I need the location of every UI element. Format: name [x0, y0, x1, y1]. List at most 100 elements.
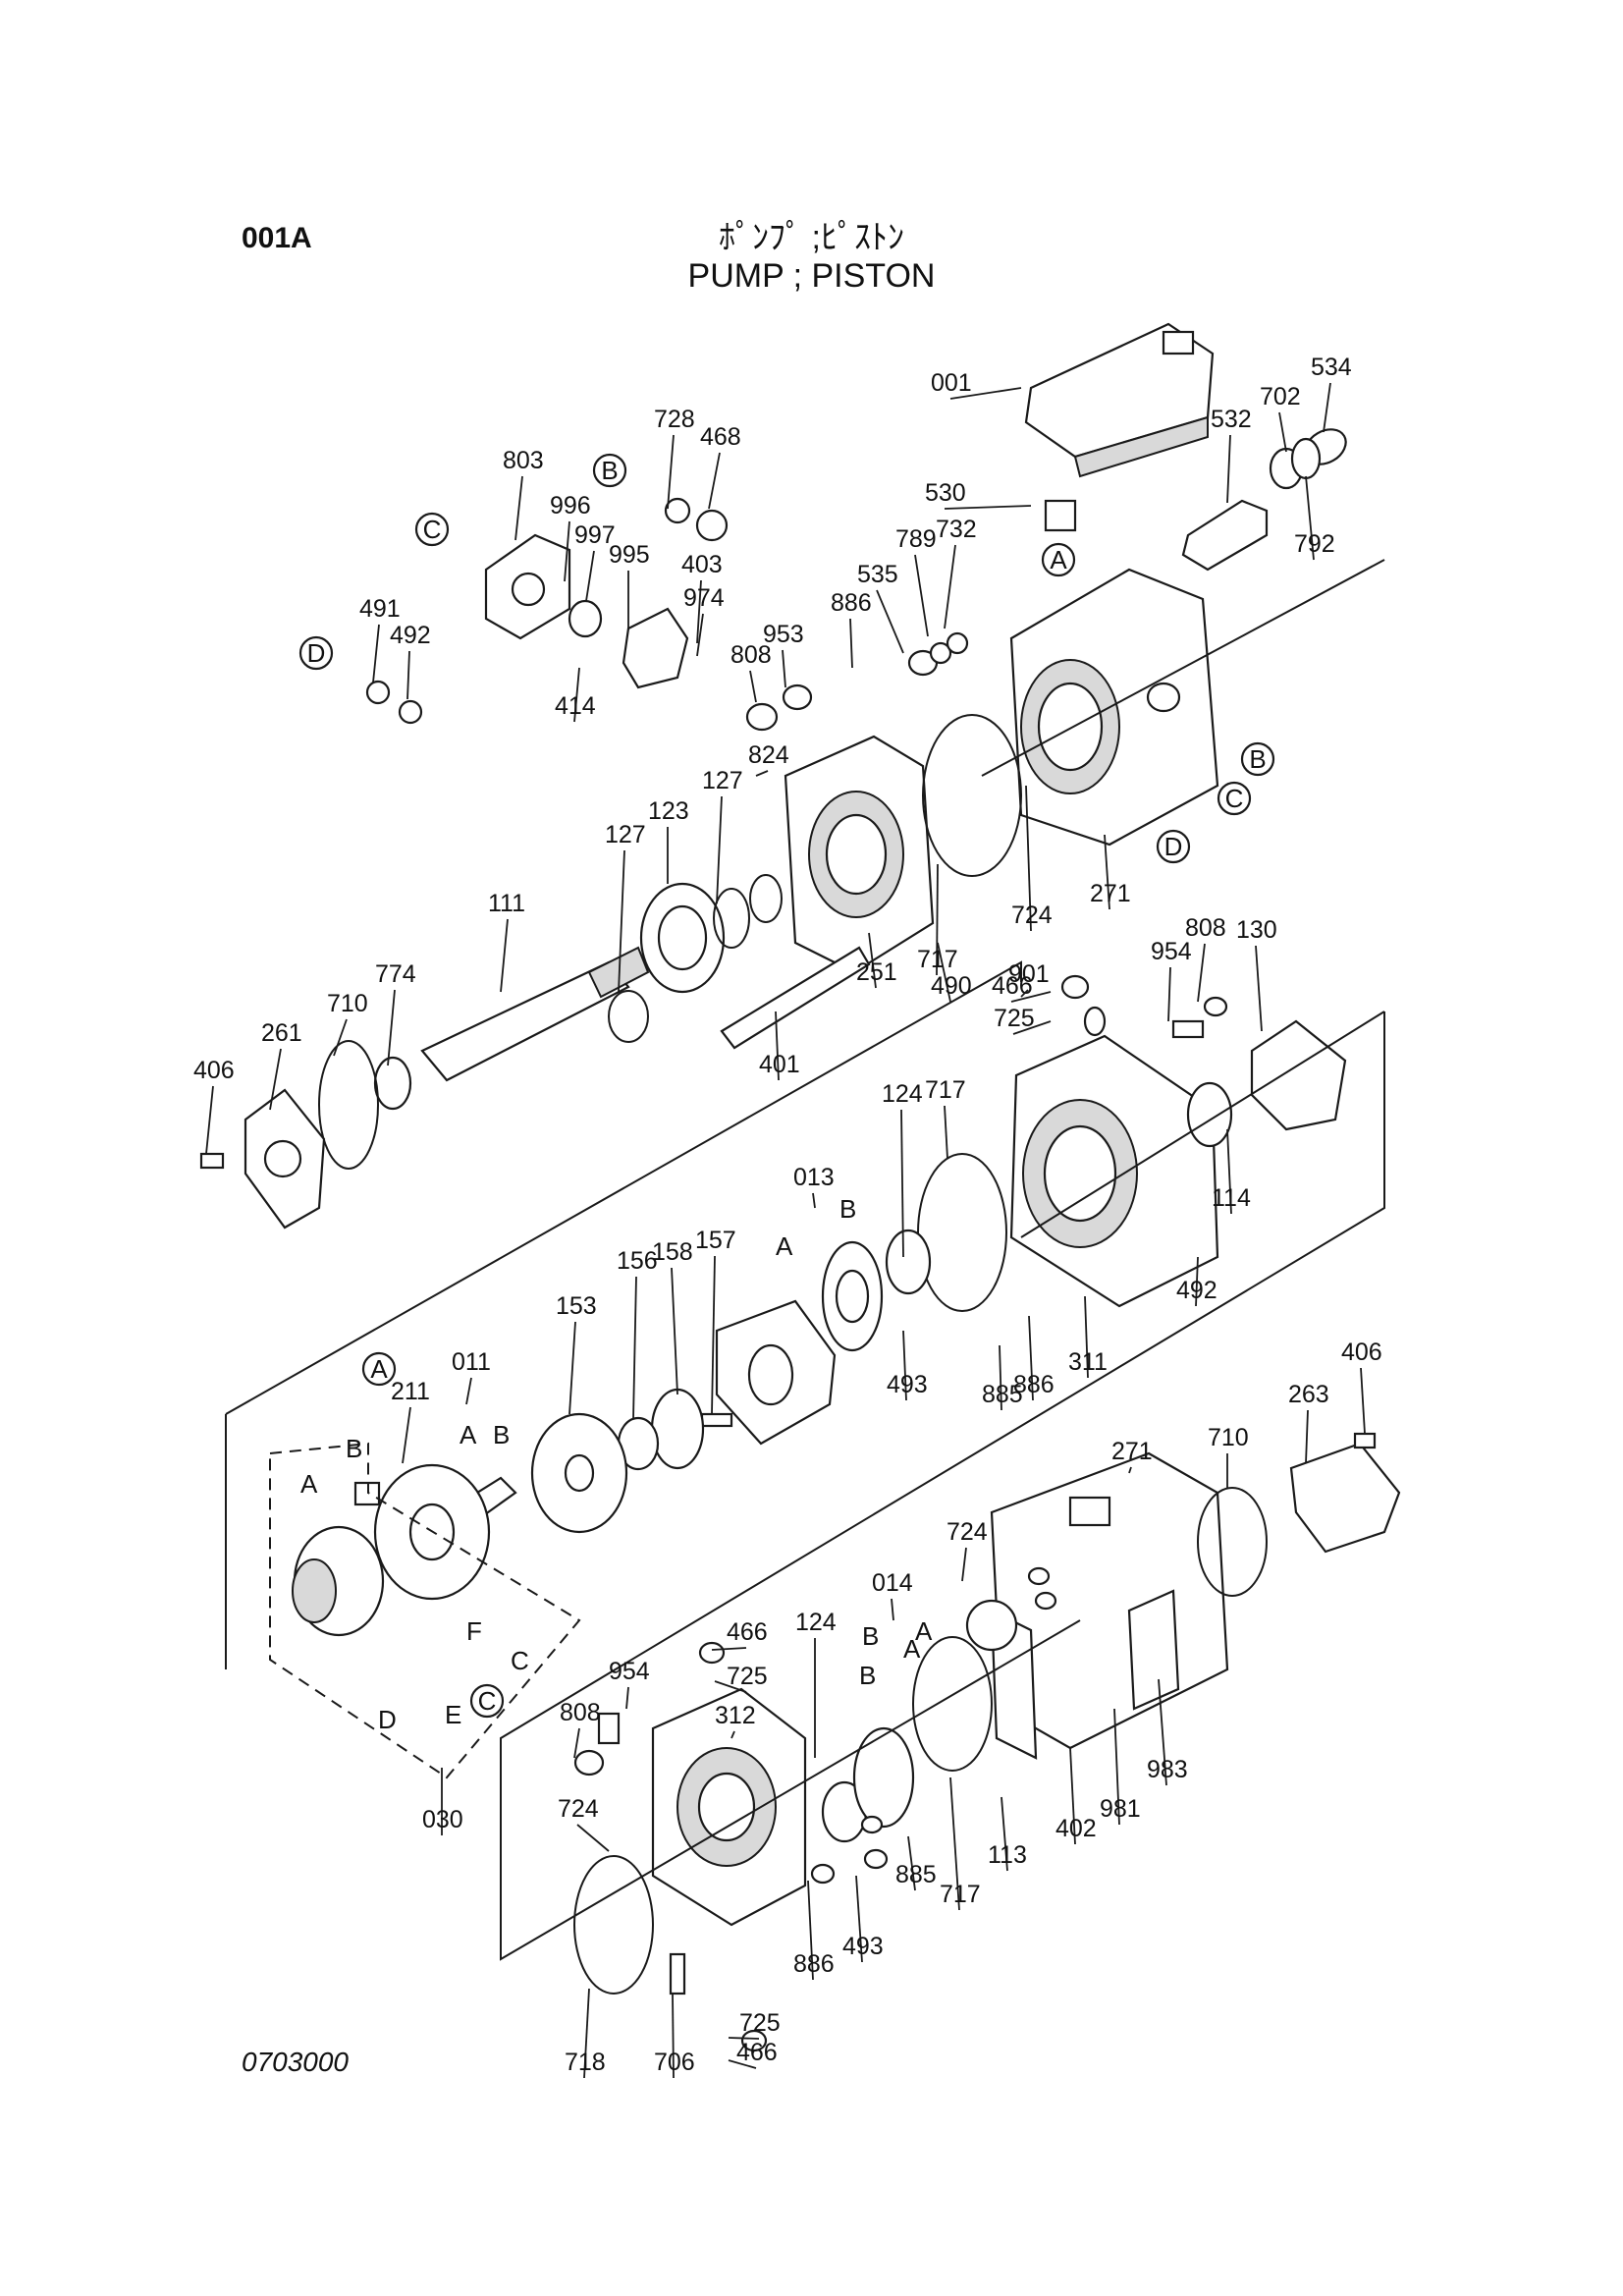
ref-circle — [1240, 741, 1275, 777]
leader-line — [500, 918, 509, 993]
part-number: 724 — [558, 1795, 599, 1823]
ref-circle — [298, 635, 334, 671]
leader-line — [949, 387, 1022, 400]
part-number: 261 — [261, 1019, 302, 1047]
leader-line — [672, 1993, 675, 2079]
callout-491: 491 — [359, 595, 401, 683]
part-number: 954 — [609, 1658, 650, 1685]
callout-157: 157 — [695, 1227, 736, 1415]
callout-251: 251 — [856, 932, 897, 989]
part-number: 901 — [1008, 960, 1050, 988]
callout-718: 718 — [565, 1988, 606, 2079]
part-number: 403 — [681, 551, 723, 578]
part-number: 312 — [715, 1702, 756, 1729]
part-number: 710 — [1208, 1424, 1249, 1451]
diagram-code: 001A — [242, 222, 312, 254]
part-number: 997 — [574, 521, 616, 549]
leader-line — [1167, 966, 1171, 1022]
callout-885: 885 — [895, 1835, 937, 1891]
letter-A: A — [776, 1231, 793, 1261]
callout-996: 996 — [550, 492, 591, 582]
part-number: 995 — [609, 541, 650, 569]
leader-line — [269, 1048, 282, 1111]
part-number: 808 — [730, 641, 772, 669]
leader-line — [1028, 1315, 1034, 1401]
leader-line — [999, 1344, 1002, 1411]
leader-line — [716, 795, 723, 904]
callout-974: 974 — [683, 584, 725, 657]
part-number: 123 — [648, 797, 689, 825]
leader-line — [625, 1686, 629, 1710]
part-number: 996 — [550, 492, 591, 519]
ref-circle — [414, 512, 450, 547]
leader-line — [876, 589, 904, 654]
leader-line — [868, 932, 877, 989]
part-number: 153 — [556, 1292, 597, 1320]
callout-981: 981 — [1100, 1708, 1141, 1826]
callout-774: 774 — [375, 960, 416, 1066]
part-number: 886 — [831, 589, 872, 617]
leader-line — [775, 1011, 780, 1081]
circled-ref-A: A — [1041, 542, 1076, 577]
ref-circle — [592, 453, 627, 488]
leader-line — [576, 1824, 610, 1852]
callout-123: 123 — [648, 797, 689, 884]
leader-line — [583, 1988, 590, 2079]
callout-725: 725 — [714, 1663, 768, 1693]
part-number: 114 — [1212, 1184, 1251, 1212]
leader-line — [618, 849, 625, 993]
part-number: 158 — [652, 1238, 693, 1266]
part-number: 732 — [936, 516, 977, 543]
callout-725: 725 — [728, 2009, 781, 2040]
leader-line — [936, 863, 939, 976]
callout-532: 532 — [1211, 406, 1252, 504]
part-number: 808 — [560, 1699, 601, 1726]
part-illustrations — [199, 322, 1401, 2052]
leader-line — [1195, 1256, 1199, 1307]
letter-C: C — [511, 1646, 529, 1675]
callout-468: 468 — [700, 423, 741, 510]
part-number: 983 — [1147, 1756, 1188, 1783]
leader-line — [1255, 945, 1263, 1032]
circled-ref-C: C — [414, 512, 450, 547]
part-number: 717 — [925, 1076, 966, 1104]
part-number: 468 — [700, 423, 741, 451]
callout-901: 901 — [1008, 960, 1050, 998]
title-english: PUMP ; PISTON — [687, 257, 936, 295]
part-number: 717 — [917, 946, 958, 973]
callout-808: 808 — [1185, 914, 1226, 1003]
callout-011: 011 — [452, 1348, 491, 1405]
part-number: 532 — [1211, 406, 1252, 433]
letter-B: B — [862, 1621, 879, 1651]
part-number: 534 — [1311, 354, 1352, 381]
part-number: 493 — [842, 1933, 884, 1960]
callout-530: 530 — [925, 479, 1032, 510]
leader-line — [406, 650, 410, 700]
part-number: 981 — [1100, 1795, 1141, 1823]
leader-line — [1305, 475, 1315, 561]
leader-line — [1323, 382, 1331, 433]
part-number: 728 — [654, 406, 695, 433]
leader-line — [1104, 834, 1110, 910]
callout-724: 724 — [558, 1795, 610, 1852]
part-number: 725 — [739, 2009, 781, 2037]
leader-line — [944, 544, 956, 629]
letter-A: A — [915, 1616, 933, 1646]
leader-line — [465, 1377, 472, 1405]
part-number: 535 — [857, 561, 898, 588]
part-number: 725 — [994, 1005, 1035, 1032]
part-number: 406 — [1341, 1339, 1382, 1366]
part-number: 263 — [1288, 1381, 1329, 1408]
leader-line — [372, 624, 380, 683]
letter-A: A — [300, 1469, 318, 1499]
leader-line — [696, 613, 704, 657]
callout-261: 261 — [261, 1019, 302, 1111]
leader-line — [937, 942, 951, 1003]
part-number: 974 — [683, 584, 725, 612]
leader-line — [902, 1330, 907, 1401]
callout-717: 717 — [940, 1777, 981, 1911]
letter-F: F — [466, 1616, 482, 1646]
leader-line — [568, 1321, 576, 1415]
leader-line — [667, 434, 675, 510]
